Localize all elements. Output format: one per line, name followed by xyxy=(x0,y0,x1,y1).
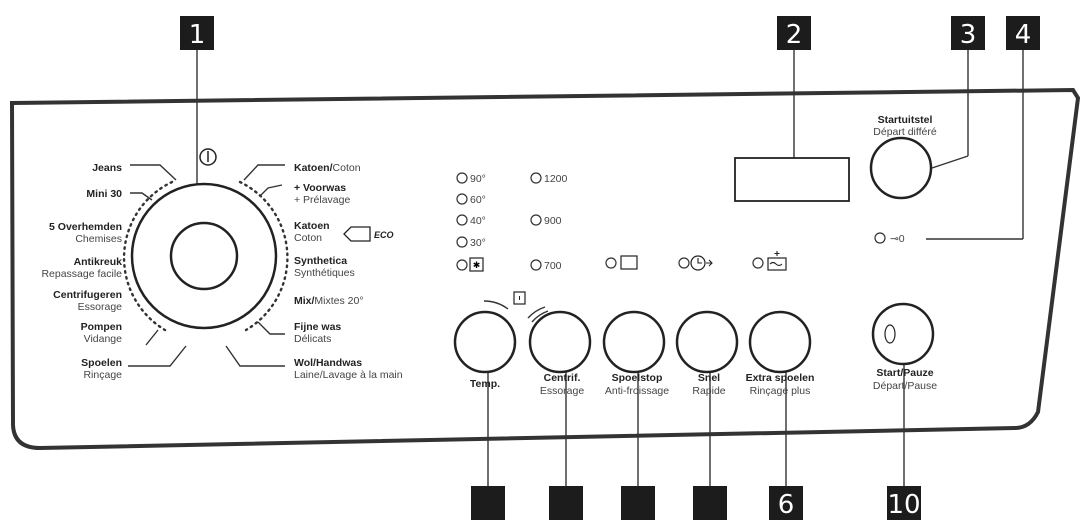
program-dial[interactable] xyxy=(130,182,278,330)
callout-1: 1 xyxy=(180,16,214,50)
program-label: Katoen xyxy=(294,220,330,232)
quick-button-sublabel: Rapide xyxy=(692,385,725,397)
temp-button[interactable] xyxy=(453,310,517,374)
spin-arc-b xyxy=(531,310,549,323)
callout-blank-snel xyxy=(693,486,727,520)
start-pause-label: Start/Pauze xyxy=(876,367,933,379)
delay-start-knob[interactable] xyxy=(869,136,933,200)
spin-indicators: 1200 900 700 xyxy=(530,172,568,272)
temp-label: 90° xyxy=(470,173,486,185)
temp-button-label: Temp. xyxy=(470,378,500,390)
spin-button-sublabel: Essorage xyxy=(540,385,585,397)
program-sublabel: + Prélavage xyxy=(294,194,350,206)
program-label: Mini 30 xyxy=(86,188,122,200)
program-sublabel: Essorage xyxy=(78,301,123,313)
svg-text:6: 6 xyxy=(778,490,795,520)
spin-arc-a xyxy=(527,306,546,319)
cold-icon xyxy=(469,257,484,272)
temp-label: 60° xyxy=(470,194,486,206)
svg-text:4: 4 xyxy=(1015,20,1032,50)
spin-label: 900 xyxy=(544,215,562,227)
rinse-hold-button-sublabel: Anti-froissage xyxy=(605,385,669,397)
start-pause-button[interactable] xyxy=(871,302,935,366)
start-pause-icon xyxy=(884,324,896,344)
program-label: Mix/Mixtes 20° xyxy=(294,295,364,307)
dial-arc-left xyxy=(122,180,174,332)
program-label: Centrifugeren xyxy=(53,289,122,301)
rinse-hold-button-label: Spoelstop xyxy=(612,372,663,384)
quick-button[interactable] xyxy=(675,310,739,374)
program-label: Jeans xyxy=(92,162,122,174)
program-sublabel: Laine/Lavage à la main xyxy=(294,369,403,381)
program-label: + Voorwas xyxy=(294,182,346,194)
quick-wash-icon xyxy=(690,255,713,271)
callout-blank-spin xyxy=(549,486,583,520)
temperature-indicators: 90° 60° 40° 30° ✱ xyxy=(456,172,486,272)
callout-10: 10 xyxy=(887,486,921,520)
program-sublabel: Synthétiques xyxy=(294,267,355,279)
program-label: Wol/Handwas xyxy=(294,357,362,369)
spin-button-label: Centrif. xyxy=(544,372,581,384)
callout-4: 4 xyxy=(1006,16,1040,50)
rinse-hold-button[interactable] xyxy=(602,310,666,374)
dial-left-leaders xyxy=(128,164,187,367)
program-list-right: Katoen/Coton + Voorwas + Prélavage Katoe… xyxy=(294,162,403,381)
time-display xyxy=(734,157,850,202)
program-label: Pompen xyxy=(81,321,122,333)
anti-crease-icon xyxy=(620,255,638,270)
snowflake-icon: ✱ xyxy=(473,261,481,271)
extra-rinse-button[interactable] xyxy=(748,310,812,374)
temp-label: 40° xyxy=(470,215,486,227)
program-label: Fijne was xyxy=(294,321,341,333)
program-sublabel: Vidange xyxy=(84,333,123,345)
program-label: Spoelen xyxy=(81,357,122,369)
svg-text:3: 3 xyxy=(960,20,977,50)
extra-rinse-icon xyxy=(767,251,787,271)
callout-blank-spoelstop xyxy=(621,486,655,520)
eco-label: ECO xyxy=(374,230,394,240)
start-pause-sublabel: Départ/Pause xyxy=(873,380,937,392)
dial-right-leaders xyxy=(225,164,285,367)
program-label: 5 Overhemden xyxy=(49,221,122,233)
delay-start-sublabel: Départ différé xyxy=(873,126,937,138)
spin-label: 1200 xyxy=(544,173,568,185)
program-sublabel: Rinçage xyxy=(83,369,122,381)
lock-small-icon xyxy=(513,291,526,305)
program-label: Katoen/Coton xyxy=(294,162,361,174)
spin-button[interactable] xyxy=(528,310,592,374)
svg-text:1: 1 xyxy=(189,20,206,50)
button-labels: Temp. Centrif. Essorage Spoelstop Anti-f… xyxy=(470,367,937,397)
program-label: Synthetica xyxy=(294,255,347,267)
option-indicators xyxy=(605,251,787,271)
program-list-left: Jeans Mini 30 5 Overhemden Chemises Anti… xyxy=(41,162,122,381)
callout-3: 3 xyxy=(951,16,985,50)
program-sublabel: Délicats xyxy=(294,333,331,345)
temp-arc xyxy=(483,300,509,310)
svg-text:2: 2 xyxy=(786,20,803,50)
door-lock-icon: ⊸0 xyxy=(890,233,905,245)
callout-2: 2 xyxy=(777,16,811,50)
spin-label: 700 xyxy=(544,260,562,272)
extra-rinse-button-label: Extra spoelen xyxy=(746,372,815,384)
program-sublabel: Chemises xyxy=(75,233,122,245)
door-lock-led xyxy=(874,232,886,244)
power-icon xyxy=(199,148,217,166)
program-sublabel: Coton xyxy=(294,232,322,244)
quick-button-label: Snel xyxy=(698,372,720,384)
callout-6: 6 xyxy=(769,486,803,520)
program-label: Antikreuk xyxy=(74,256,123,268)
svg-text:10: 10 xyxy=(887,490,920,520)
temp-label: 30° xyxy=(470,237,486,249)
program-sublabel: Repassage facile xyxy=(41,268,122,280)
callout-blank-temp xyxy=(471,486,505,520)
extra-rinse-button-sublabel: Rinçage plus xyxy=(750,385,811,397)
delay-start-label: Startuitstel xyxy=(878,114,933,126)
eco-tag-icon xyxy=(343,226,371,242)
